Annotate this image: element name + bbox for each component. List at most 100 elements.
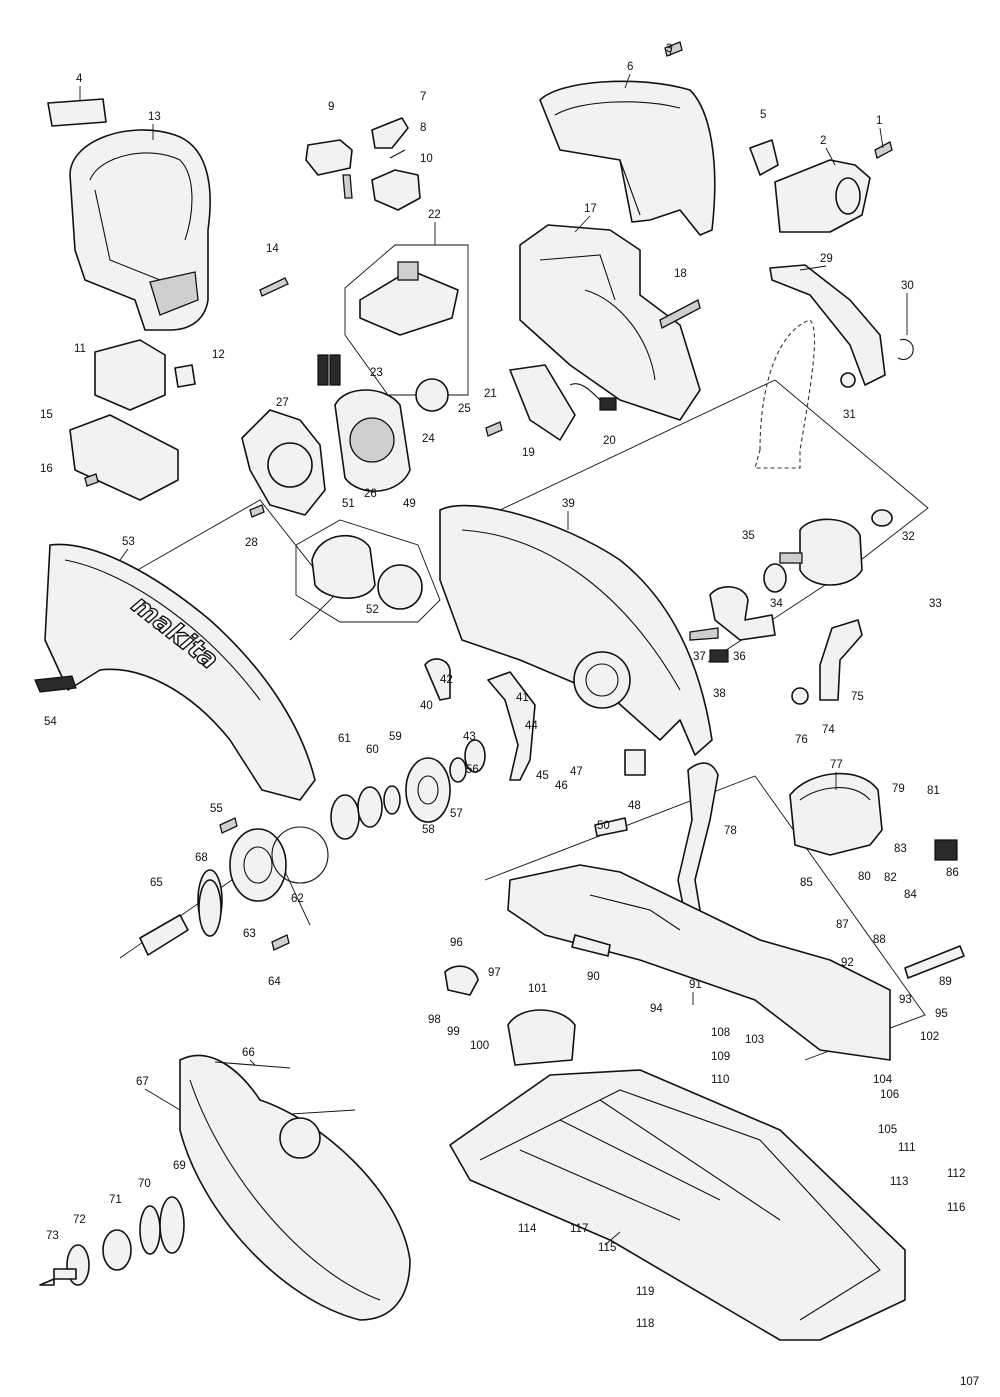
callout-71: 71 (109, 1194, 122, 1206)
hidden-handle-outline (754, 319, 816, 469)
callout-62: 62 (291, 893, 304, 905)
switch-parts (305, 117, 421, 211)
callout-3: 3 (666, 43, 672, 55)
callout-35: 35 (742, 530, 755, 542)
callout-6: 6 (627, 61, 633, 73)
callout-79: 79 (892, 783, 905, 795)
callout-38: 38 (713, 688, 726, 700)
callout-114: 114 (518, 1223, 537, 1235)
lock-off-lever (819, 619, 863, 701)
callout-83: 83 (894, 843, 907, 855)
bearing-34 (763, 563, 787, 593)
callout-14: 14 (266, 243, 279, 255)
callout-21: 21 (484, 388, 497, 400)
support-arm (677, 762, 719, 916)
callout-75: 75 (851, 691, 864, 703)
cover-15 (69, 414, 179, 501)
callout-labels: 1 2 3 4 5 6 7 8 9 10 11 12 13 14 15 16 1… (40, 43, 979, 1388)
bevel-lever (769, 264, 914, 388)
callout-116: 116 (947, 1202, 965, 1214)
battery-terminal (749, 139, 871, 233)
bolt-73 (39, 1268, 77, 1286)
callout-48: 48 (628, 800, 641, 812)
callout-111: 111 (898, 1142, 915, 1154)
callout-44: 44 (525, 720, 538, 732)
bolt-89 (904, 945, 965, 979)
callout-105: 105 (878, 1124, 897, 1136)
dust-port-box (295, 519, 441, 623)
callout-93: 93 (899, 994, 912, 1006)
callout-5: 5 (760, 109, 766, 121)
callout-42: 42 (440, 674, 453, 686)
callout-28: 28 (245, 537, 258, 549)
callout-53: 53 (122, 536, 135, 548)
terminal-11 (94, 339, 166, 411)
pivot-76 (791, 687, 809, 705)
callout-13: 13 (148, 111, 161, 123)
callout-64: 64 (268, 976, 281, 988)
callout-96: 96 (450, 937, 463, 949)
callout-92: 92 (841, 957, 854, 969)
callout-52: 52 (366, 604, 379, 616)
safety-cover: makita (44, 543, 316, 801)
callout-54: 54 (44, 716, 57, 728)
callout-43: 43 (463, 731, 476, 743)
callout-72: 72 (73, 1214, 86, 1226)
gear-train (330, 739, 486, 840)
callout-49: 49 (403, 498, 416, 510)
callout-68: 68 (195, 852, 208, 864)
callout-100: 100 (470, 1040, 489, 1052)
callout-109: 109 (711, 1051, 730, 1063)
callout-12: 12 (212, 349, 225, 361)
callout-23: 23 (370, 367, 383, 379)
callout-107: 107 (960, 1376, 979, 1388)
callout-87: 87 (836, 919, 849, 931)
callout-60: 60 (366, 744, 379, 756)
motor-group-outline (707, 379, 929, 663)
callout-99: 99 (447, 1026, 460, 1038)
callout-20: 20 (603, 435, 616, 447)
callout-101: 101 (528, 983, 547, 995)
callout-47: 47 (570, 766, 583, 778)
callout-32: 32 (902, 531, 915, 543)
callout-24: 24 (422, 433, 435, 445)
label-plate (47, 98, 107, 127)
bevel-scale (789, 772, 958, 861)
stator-assembly (334, 378, 449, 492)
callout-50: 50 (597, 820, 610, 832)
callout-91: 91 (689, 979, 702, 991)
callout-45: 45 (536, 770, 549, 782)
callout-77: 77 (830, 759, 843, 771)
callout-31: 31 (843, 409, 856, 421)
callout-81: 81 (927, 785, 940, 797)
ring-68 (198, 879, 222, 937)
label-54 (34, 675, 77, 693)
callout-112: 112 (947, 1168, 965, 1180)
callout-98: 98 (428, 1014, 441, 1026)
callout-29: 29 (820, 253, 833, 265)
motor-housing (519, 224, 701, 421)
fan-guide (241, 409, 326, 516)
callout-2: 2 (820, 135, 826, 147)
callout-7: 7 (420, 91, 426, 103)
callout-117: 117 (570, 1223, 588, 1235)
callout-27: 27 (276, 397, 289, 409)
sensor-connector (599, 397, 617, 411)
callout-80: 80 (858, 871, 871, 883)
callout-17: 17 (584, 203, 597, 215)
spindle-assembly (139, 826, 329, 956)
spring-37 (689, 627, 719, 641)
armature (779, 509, 893, 586)
knob-96 (444, 965, 479, 996)
callout-11: 11 (74, 343, 86, 355)
callout-95: 95 (935, 1008, 948, 1020)
callout-61: 61 (338, 733, 351, 745)
lower-guard (179, 1054, 411, 1321)
callout-16: 16 (40, 463, 53, 475)
bolt-90 (571, 934, 611, 957)
callout-76: 76 (795, 734, 808, 746)
callout-59: 59 (389, 731, 402, 743)
bracket-plate (509, 364, 576, 441)
